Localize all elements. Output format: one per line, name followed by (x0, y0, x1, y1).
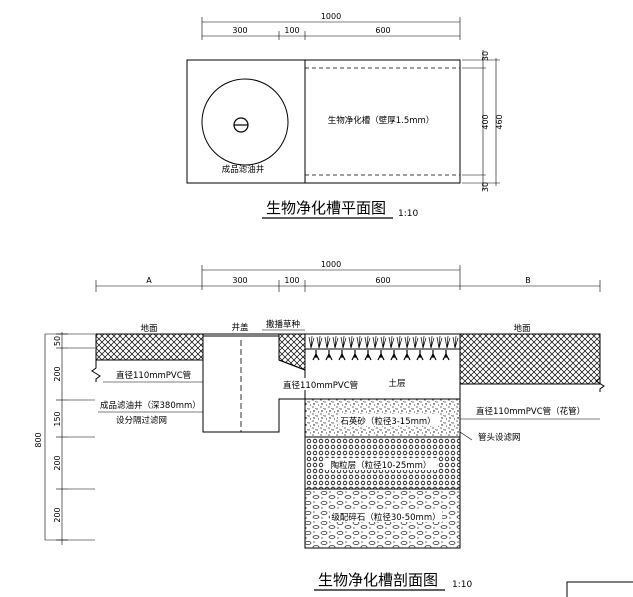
section-ground-right-hatch (459, 333, 601, 385)
plan-tank-label: 生物净化槽（壁厚1.5mm） (328, 115, 435, 126)
plan-dim-300: 300 (232, 26, 247, 35)
grass-icon-row (308, 335, 459, 361)
grass-blade-icon (364, 335, 371, 349)
grass-blade-icon (308, 335, 315, 349)
grass-blade-icon (324, 335, 331, 349)
section-dim-100: 100 (284, 276, 299, 285)
section-dim-B: B (525, 276, 531, 285)
section-pipe-left-label: 直径110mmPVC管 (116, 370, 191, 381)
root-icon (351, 350, 359, 361)
plan-outline (186, 59, 461, 184)
section-ground-left-label: 地面 (140, 323, 158, 334)
plan-well-cover-icon (233, 117, 249, 133)
section-dim-200a: 200 (53, 366, 62, 381)
grass-blade-icon (444, 335, 451, 349)
section-well-desc-label: 成品滤油井（深380mm） (100, 400, 201, 411)
section-dim-300: 300 (232, 276, 247, 285)
grass-blade-icon (452, 335, 459, 349)
section-title: 生物净化槽剖面图 (318, 571, 438, 589)
grass-blade-icon (380, 335, 387, 349)
section-quartz-sand-label-bg (338, 414, 440, 426)
plan-dim-100: 100 (284, 26, 299, 35)
root-icon (325, 350, 333, 361)
section-view: 1000 A 300 100 600 B 800 50 200 (34, 260, 633, 597)
section-pipe-mid-label: 直径110mmPVC管 (283, 380, 358, 391)
grass-blade-icon (412, 335, 419, 349)
section-dim-A: A (146, 276, 152, 285)
grass-blade-icon (356, 335, 363, 349)
plan-dim-400: 400 (481, 114, 490, 129)
grass-blade-icon (388, 335, 395, 349)
section-well-cover-label: 井盖 (231, 322, 249, 333)
root-icon (312, 350, 320, 361)
section-well-filter-label: 设分隔过滤网 (116, 415, 167, 426)
grass-blade-icon (340, 335, 347, 349)
grass-blade-icon (428, 335, 435, 349)
section-dim-overall: 1000 (321, 260, 341, 269)
section-gravel-label-bg (330, 510, 442, 522)
section-ceramsite-label: 陶粒层（粒径10-25mm） (331, 460, 432, 471)
section-quartz-sand-label: 石英砂（粒径3-15mm） (340, 416, 435, 427)
section-top-dimensions: 1000 A 300 100 600 B (95, 260, 601, 292)
section-dim-600: 600 (375, 276, 390, 285)
section-pipe-right-label-bg (465, 405, 589, 417)
section-pipe-right-label: 直径110mmPVC管（花管） (476, 406, 585, 417)
root-icon (442, 350, 450, 361)
root-icon (416, 350, 424, 361)
root-icon (377, 350, 385, 361)
section-grass-label: 撒播草种 (266, 319, 300, 330)
section-pipe-filter-label: 管头设滤网 (478, 432, 521, 443)
root-icon (364, 350, 372, 361)
section-dim-800: 800 (34, 432, 43, 447)
section-dim-200b: 200 (53, 455, 62, 470)
plan-scale: 1:10 (398, 209, 418, 219)
section-ground-left-hatch (95, 333, 204, 361)
plan-dim-30-top: 30 (481, 51, 490, 61)
plan-right-dimensions: 30 400 30 460 (462, 50, 504, 192)
section-dim-150: 150 (53, 411, 62, 426)
section-ceramsite-label-bg (325, 458, 437, 470)
section-gravel-label: 级配碎石（粒径30-50mm） (331, 512, 440, 523)
section-ground-right-label: 地面 (513, 323, 531, 334)
grass-blade-icon (404, 335, 411, 349)
plan-dim-overall: 1000 (321, 12, 341, 21)
section-left-dimensions: 800 50 200 150 200 200 (34, 332, 95, 545)
title-block-corner (566, 581, 633, 597)
grass-blade-icon (396, 335, 403, 349)
root-icon (390, 350, 398, 361)
plan-dim-30-bottom: 30 (481, 182, 490, 192)
root-icon (403, 350, 411, 361)
plan-view: 1000 300 100 600 成品滤油井 生物净化槽（壁厚1.5mm） 30… (186, 12, 504, 219)
plan-top-dimensions: 1000 300 100 600 (201, 12, 461, 40)
grass-blade-icon (372, 335, 379, 349)
section-dim-50: 50 (53, 336, 62, 346)
grass-blade-icon (348, 335, 355, 349)
pipe-filter-leader (459, 431, 473, 441)
section-soil-label: 土层 (388, 378, 405, 389)
plan-well-circle (201, 78, 289, 166)
grass-blade-icon (436, 335, 443, 349)
section-wall-hatch (278, 333, 306, 371)
section-break-left (91, 334, 101, 382)
section-dim-200c: 200 (53, 507, 62, 522)
grass-blade-icon (420, 335, 427, 349)
root-icon (338, 350, 346, 361)
grass-blade-icon (332, 335, 339, 349)
section-scale: 1:10 (452, 580, 472, 590)
plan-well-label: 成品滤油井 (222, 164, 265, 175)
section-pipe-mid-label-bg (282, 378, 350, 390)
plan-title: 生物净化槽平面图 (266, 199, 386, 217)
root-icon (429, 350, 437, 361)
section-break-right (595, 334, 605, 392)
grass-blade-icon (316, 335, 323, 349)
plan-dim-600: 600 (375, 26, 390, 35)
plan-dim-460: 460 (495, 114, 504, 129)
